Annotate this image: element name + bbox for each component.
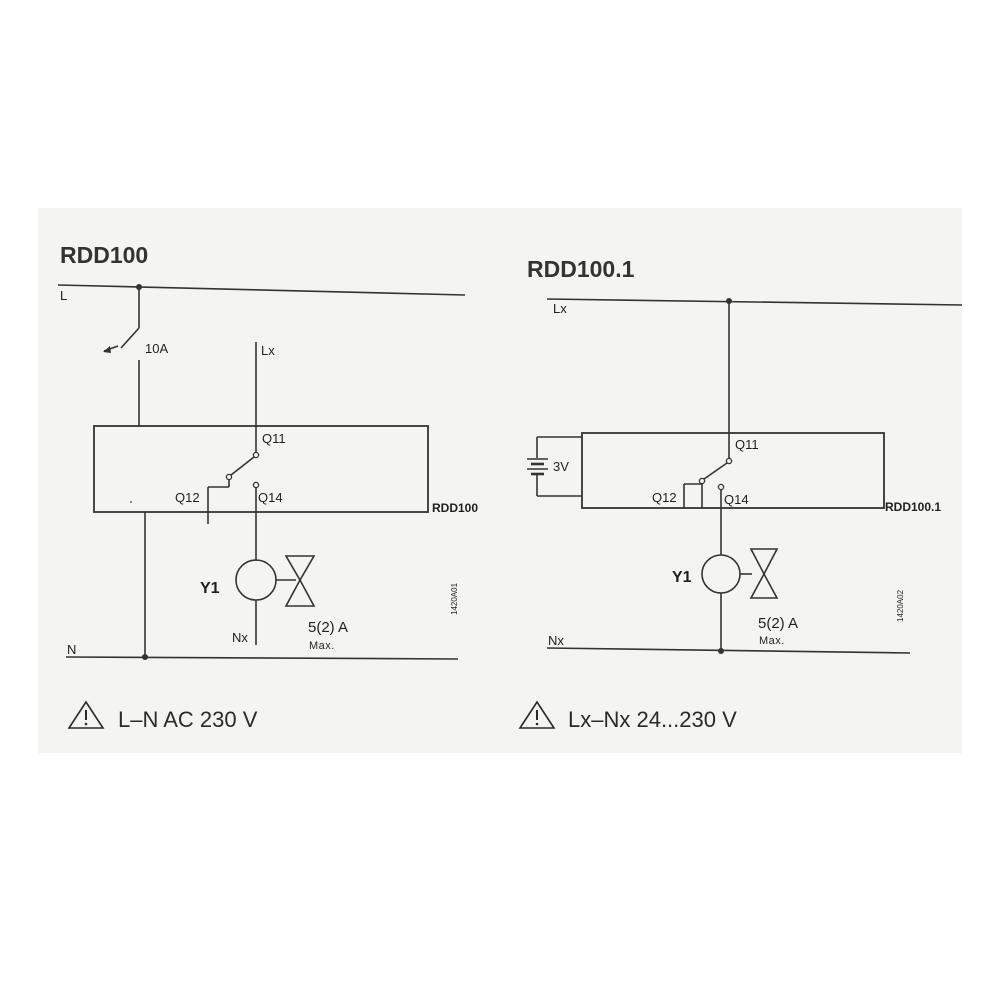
left-box-dot (130, 501, 132, 503)
right-box-label: RDD100.1 (885, 500, 941, 514)
right-device-box (581, 432, 885, 509)
left-drawing-code: 1420A01 (450, 582, 459, 615)
left-warning-text: L–N AC 230 V (118, 707, 258, 732)
left-rating: 5(2) A (308, 619, 348, 636)
right-title: RDD100.1 (527, 256, 635, 282)
left-rail-n-label: N (67, 642, 76, 657)
left-warning-icon-dot (84, 722, 88, 726)
right-q14-terminal (717, 483, 725, 491)
right-q12-label: Q12 (652, 490, 677, 505)
right-rail-lx (546, 298, 963, 306)
left-box-label: RDD100 (432, 501, 478, 515)
left-breaker-blade (120, 327, 140, 349)
left-y1-label: Y1 (200, 580, 220, 597)
diagram-rdd100: RDD100 L 10A Lx RDD100 Q11 Q12 Q14 (57, 242, 478, 732)
left-q14-terminal (252, 481, 260, 489)
left-rail-l (57, 284, 466, 296)
left-title: RDD100 (60, 242, 148, 268)
left-q12-label: Q12 (175, 490, 200, 505)
left-valve-bottom (284, 578, 316, 607)
right-valve-bottom (749, 572, 779, 599)
left-nx-label: Nx (232, 630, 248, 645)
right-rating-note: Max. (759, 635, 785, 647)
left-rail-l-label: L (60, 288, 67, 303)
left-relay-blade (230, 456, 255, 476)
right-rating: 5(2) A (758, 615, 798, 632)
left-warning-icon (67, 700, 105, 729)
right-drawing-code: 1420A02 (896, 589, 905, 622)
right-rail-lx-label: Lx (553, 301, 567, 316)
left-pivot-terminal (225, 473, 233, 481)
right-warning-text: Lx–Nx 24...230 V (568, 707, 737, 732)
left-q11-terminal (252, 451, 260, 459)
right-y1-label: Y1 (672, 569, 692, 586)
left-q14-label: Q14 (258, 490, 283, 505)
right-q11-terminal (725, 457, 733, 465)
left-device-box (93, 425, 429, 513)
sheet-panel (38, 208, 962, 753)
right-rail-nx (546, 647, 911, 654)
right-warning-icon (518, 700, 556, 729)
right-valve-top (749, 548, 779, 576)
left-rating-note: Max. (309, 640, 335, 652)
left-lx-label: Lx (261, 343, 275, 358)
right-rail-nx-label: Nx (548, 633, 564, 648)
left-breaker-arrow (103, 346, 111, 353)
left-q11-label: Q11 (262, 431, 286, 446)
right-q14-label: Q14 (724, 492, 749, 507)
left-valve-top (284, 555, 316, 582)
left-rail-n (65, 656, 459, 660)
right-battery-label: 3V (553, 459, 569, 474)
right-q11-label: Q11 (735, 437, 759, 452)
right-warning-icon-dot (535, 722, 539, 726)
right-relay-blade (703, 462, 728, 480)
left-fuse-label: 10A (145, 341, 168, 356)
diagram-rdd100-1: RDD100.1 Lx RDD100.1 3V Q11 Q12 Q14 (518, 256, 963, 732)
